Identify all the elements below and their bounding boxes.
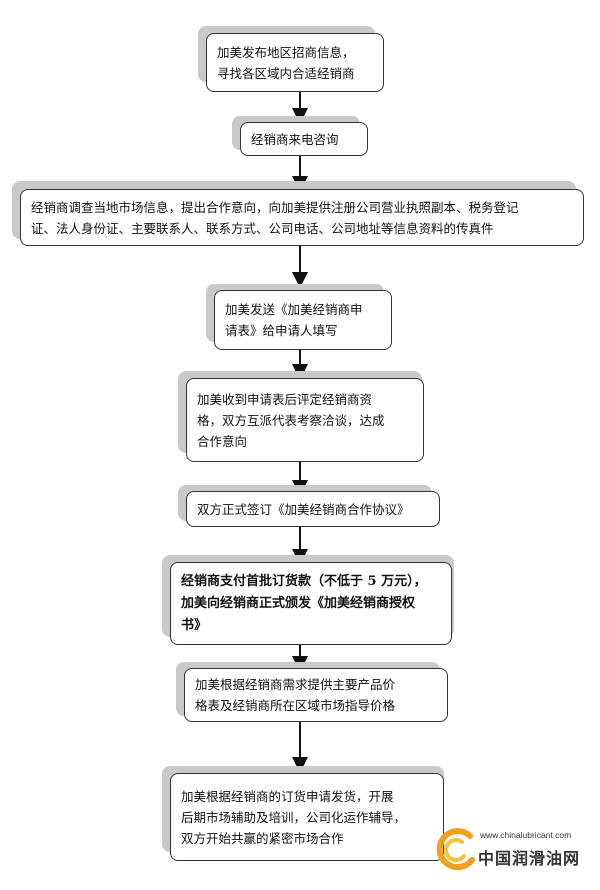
step-4-line-1: 加美发送《加美经销商申: [225, 302, 363, 317]
step-4-line-2: 请表》给申请人填写: [225, 323, 338, 338]
step-9-line-1: 加美根据经销商的订货申请发货，开展: [181, 788, 394, 804]
step-3-box: 经销商调查当地市场信息，提出合作意向，向加美提供注册公司营业执照副本、税务登记 …: [20, 189, 584, 246]
step-7-box: 经销商支付首批订货款（不低于 5 万元）， 加美向经销商正式颁发《加美经销商授权…: [170, 562, 452, 645]
step-2-box: 经销商来电咨询: [240, 122, 368, 156]
step-7-line-1: 经销商支付首批订货款（不低于 5 万元），: [181, 573, 427, 589]
step-5-line-2: 格，双方互派代表考察洽谈，达成: [197, 412, 385, 428]
step-9-line-3: 双方开始共赢的紧密市场合作: [181, 830, 344, 846]
step-1-line-2: 寻找各区域内合适经销商: [217, 65, 355, 81]
step-9-line-2: 后期市场辅助及培训，公司化运作辅导，: [181, 809, 407, 825]
step-8-line-1: 加美根据经销商需求提供主要产品价: [195, 677, 396, 692]
watermark-logo: www.chinalubricant.com 中国润滑油网: [432, 820, 600, 890]
step-1-line-1: 加美发布地区招商信息，: [217, 44, 355, 60]
step-9-box: 加美根据经销商的订货申请发货，开展 后期市场辅助及培训，公司化运作辅导， 双方开…: [170, 773, 444, 861]
step-5-line-3: 合作意向: [197, 433, 248, 449]
step-1-box: 加美发布地区招商信息， 寻找各区域内合适经销商: [206, 33, 384, 92]
step-5-line-1: 加美收到申请表后评定经销商资: [197, 391, 373, 407]
step-8-line-2: 格表及经销商所在区域市场指导价格: [195, 698, 396, 713]
logo-name: 中国润滑油网: [478, 849, 581, 868]
step-4-box: 加美发送《加美经销商申 请表》给申请人填写: [214, 290, 392, 350]
step-2-line-1: 经销商来电咨询: [251, 131, 339, 147]
step-6-line-1: 双方正式签订《加美经销商合作协议》: [197, 501, 410, 517]
step-5-box: 加美收到申请表后评定经销商资 格，双方互派代表考察洽谈，达成 合作意向: [186, 378, 424, 462]
step-3-line-2: 证、法人身份证、主要联系人、联系方式、公司电话、公司地址等信息资料的传真件: [31, 220, 494, 236]
step-7-line-3: 书》: [181, 617, 208, 633]
step-8-box: 加美根据经销商需求提供主要产品价 格表及经销商所在区域市场指导价格: [184, 668, 448, 722]
step-7-line-2: 加美向经销商正式颁发《加美经销商授权: [181, 595, 416, 611]
step-6-box: 双方正式签订《加美经销商合作协议》: [186, 491, 440, 527]
logo-icon: [436, 828, 475, 871]
logo-url: www.chinalubricant.com: [480, 830, 572, 840]
step-3-line-1: 经销商调查当地市场信息，提出合作意向，向加美提供注册公司营业执照副本、税务登记: [31, 199, 519, 215]
